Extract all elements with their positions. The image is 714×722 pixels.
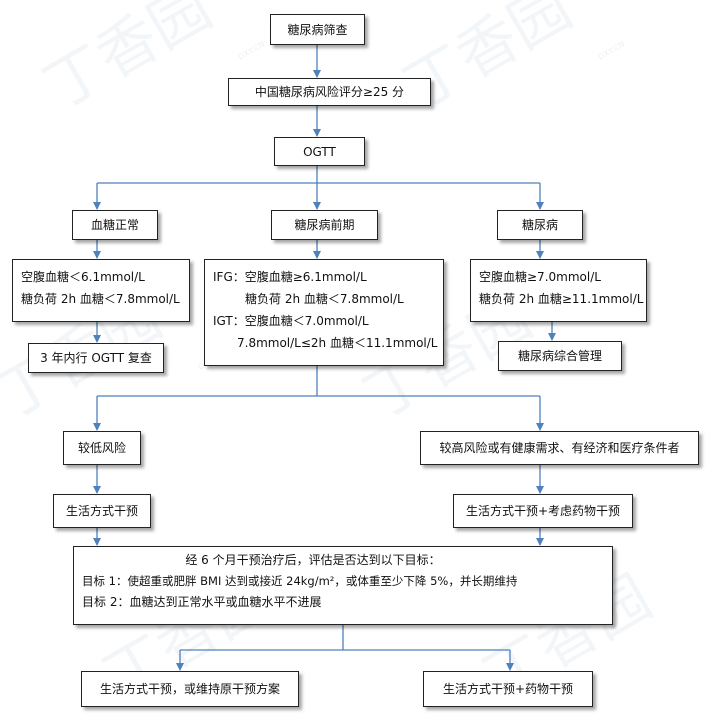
normal-criterion-2h: 糖负荷 2h 血糖＜7.8mmol/L — [21, 292, 180, 306]
igt-criterion-2h: 7.8mmol/L≤2h 血糖＜11.1mmol/L — [237, 336, 438, 350]
node-normal-title: 血糖正常 — [90, 218, 139, 232]
node-diabetes: 糖尿病 — [497, 210, 583, 240]
node-ogtt: OGTT — [274, 137, 365, 166]
node-diabetes-management-label: 糖尿病综合管理 — [517, 349, 602, 363]
node-screening-label: 糖尿病筛查 — [287, 22, 348, 37]
node-outcome-left: 生活方式干预，或维持原干预方案 — [81, 671, 299, 707]
diabetes-criterion-fasting: 空腹血糖≥7.0mmol/L — [479, 270, 601, 284]
node-lifestyle-left: 生活方式干预 — [53, 494, 151, 528]
diabetes-criterion-2h: 糖负荷 2h 血糖≥11.1mmol/L — [479, 292, 644, 306]
node-evaluation: 经 6 个月干预治疗后，评估是否达到以下目标： 目标 1：使超重或肥胖 BMI … — [73, 546, 613, 625]
igt-criterion-fasting: IGT：空腹血糖＜7.0mmol/L — [213, 314, 369, 328]
node-normal-criteria: 空腹血糖＜6.1mmol/L 糖负荷 2h 血糖＜7.8mmol/L — [12, 259, 190, 322]
ifg-criterion-2h: 糖负荷 2h 血糖＜7.8mmol/L — [245, 292, 404, 306]
node-risk-score: 中国糖尿病风险评分≥25 分 — [228, 78, 431, 106]
node-high-risk: 较高风险或有健康需求、有经济和医疗条件者 — [420, 431, 699, 465]
evaluation-heading: 经 6 个月干预治疗后，评估是否达到以下目标： — [185, 553, 441, 567]
evaluation-goal-1: 目标 1：使超重或肥胖 BMI 达到或接近 24kg/m²，或体重至少下降 5%… — [82, 574, 518, 588]
node-ogtt-label: OGTT — [303, 144, 336, 159]
normal-criterion-fasting: 空腹血糖＜6.1mmol/L — [21, 270, 145, 284]
node-normal-followup-label: 3 年内行 OGTT 复查 — [40, 351, 152, 365]
node-high-risk-label: 较高风险或有健康需求、有经济和医疗条件者 — [439, 441, 680, 455]
node-outcome-left-label: 生活方式干预，或维持原干预方案 — [99, 682, 280, 696]
node-diabetes-title: 糖尿病 — [521, 218, 558, 232]
ifg-criterion-fasting: IFG：空腹血糖≥6.1mmol/L — [213, 270, 367, 284]
node-prediabetes-title: 糖尿病前期 — [294, 218, 355, 232]
node-prediabetes: 糖尿病前期 — [271, 210, 378, 240]
node-outcome-right: 生活方式干预+药物干预 — [423, 671, 593, 707]
node-risk-score-label: 中国糖尿病风险评分≥25 分 — [254, 85, 405, 99]
node-prediabetes-criteria: IFG：空腹血糖≥6.1mmol/L 糖负荷 2h 血糖＜7.8mmol/L I… — [204, 259, 444, 366]
node-diabetes-criteria: 空腹血糖≥7.0mmol/L 糖负荷 2h 血糖≥11.1mmol/L — [470, 259, 647, 322]
node-normal-followup: 3 年内行 OGTT 复查 — [28, 343, 164, 373]
node-outcome-right-label: 生活方式干预+药物干预 — [442, 682, 574, 696]
evaluation-goal-2: 目标 2：血糖达到正常水平或血糖水平不进展 — [82, 595, 322, 609]
node-low-risk: 较低风险 — [63, 431, 141, 465]
node-lifestyle-right: 生活方式干预+考虑药物干预 — [453, 494, 633, 528]
node-normal: 血糖正常 — [72, 210, 158, 240]
node-diabetes-management: 糖尿病综合管理 — [498, 341, 622, 371]
node-low-risk-label: 较低风险 — [77, 441, 126, 455]
node-screening: 糖尿病筛查 — [270, 14, 365, 45]
node-lifestyle-left-label: 生活方式干预 — [65, 504, 138, 518]
node-lifestyle-right-label: 生活方式干预+考虑药物干预 — [465, 504, 621, 518]
